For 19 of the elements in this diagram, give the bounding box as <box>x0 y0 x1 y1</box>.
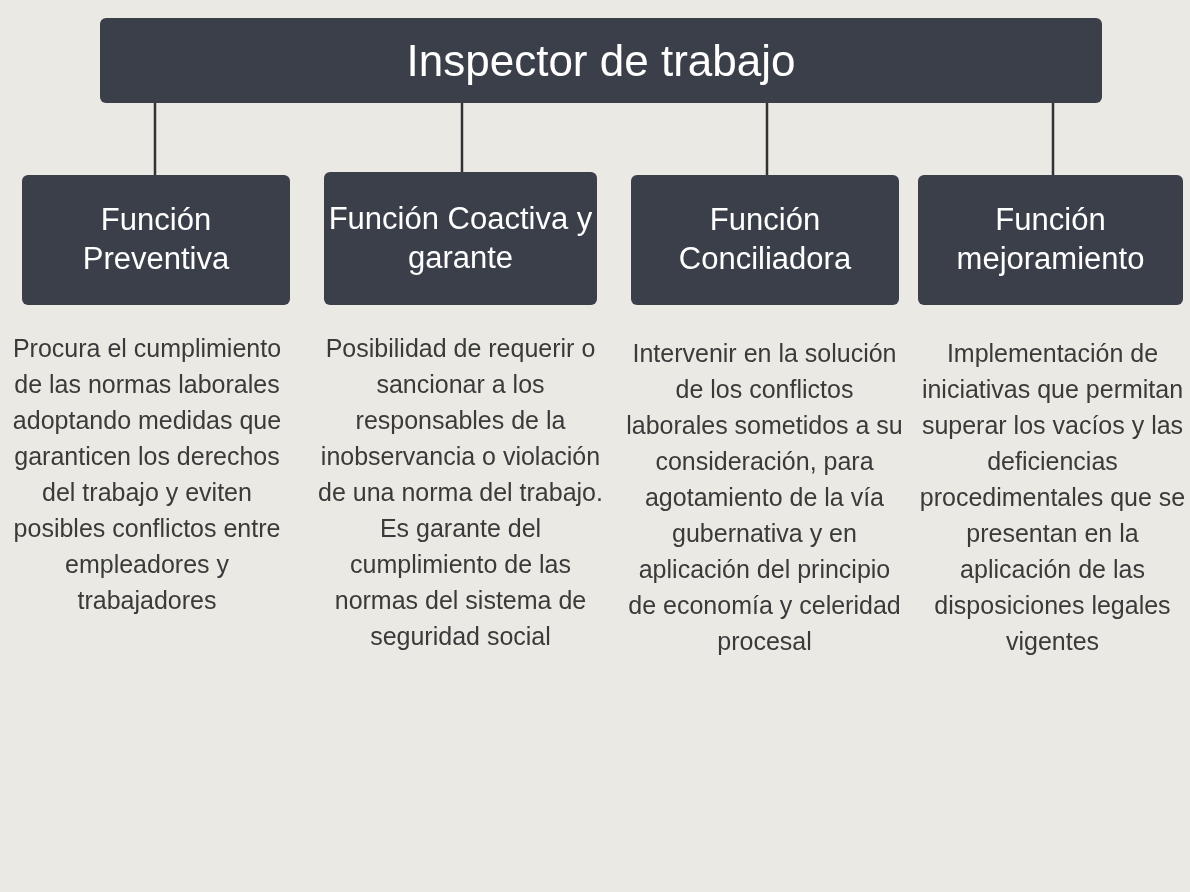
function-box <box>631 175 899 305</box>
function-title: Función Preventiva <box>81 201 231 278</box>
title-box <box>100 18 1102 103</box>
connector-line <box>460 103 464 172</box>
description-text: Procura el cumplimiento de las normas laborales adoptando medidas que garanticen los derechos del trabajo y eviten posibles conflictos entre empleadores y trabajadores <box>11 333 283 616</box>
function-box <box>324 172 597 305</box>
function-box <box>918 175 1183 305</box>
function-title: Función Coactiva y garante <box>328 199 593 277</box>
description-text: Posibilidad de requerir o sancionar a los responsables de la inobservancia o violación de una norma del trabajo. <box>318 333 603 508</box>
function-box <box>22 175 290 305</box>
function-title: Función mejoramiento <box>955 201 1146 278</box>
connector-line <box>765 103 769 175</box>
function-title: Función Conciliadora <box>677 201 853 278</box>
description-text: Implementación de iniciativas que permitan superar los vacíos y las deficiencias procedimentales que se presentan en la aplicación de las disposiciones legales vigentes <box>918 338 1187 657</box>
description-text: Intervenir en la solución de los conflictos laborales sometidos a su consideración, para agotamiento de la vía gubernativa y en aplicación del principio de economía y celeridad procesal <box>625 338 904 657</box>
connector-line <box>1051 103 1055 175</box>
description-text: Es garante del cumplimiento de las normas del sistema de seguridad social <box>333 513 588 652</box>
connector-line <box>153 103 157 175</box>
title-text: Inspector de trabajo <box>406 35 796 87</box>
